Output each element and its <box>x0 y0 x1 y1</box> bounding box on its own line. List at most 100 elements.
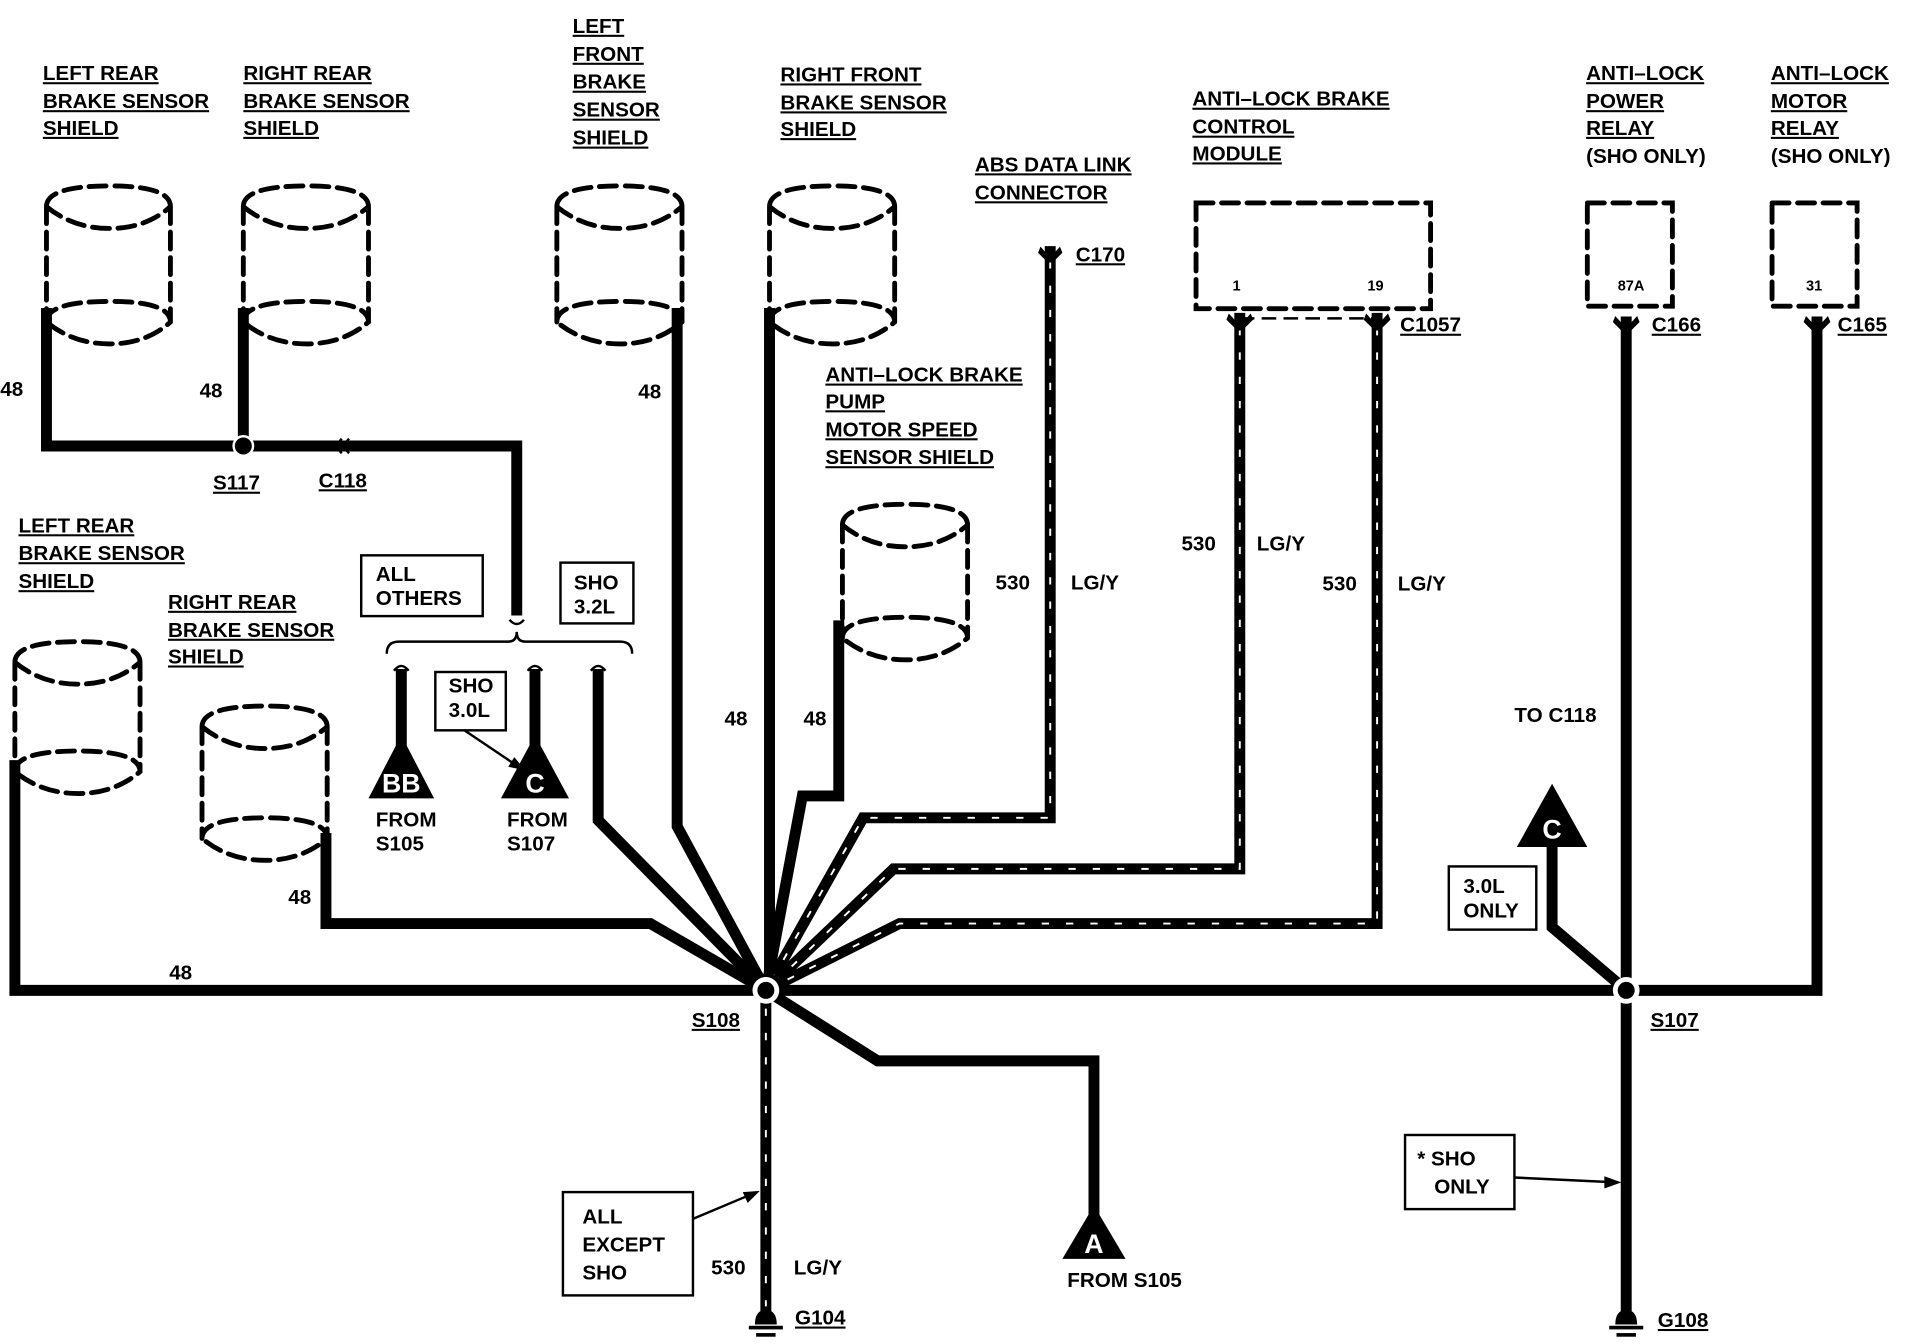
option-bracket <box>385 631 634 654</box>
connector-c165-label: C165 <box>1838 314 1887 337</box>
splice-s117-label: S117 <box>213 472 260 495</box>
svg-text:CONNECTOR: CONNECTOR <box>975 181 1108 204</box>
svg-text:SHIELD: SHIELD <box>780 118 856 141</box>
offpage-c-left-icon: C <box>500 735 569 799</box>
note-sho-only: * SHO ONLY <box>1417 1147 1490 1198</box>
svg-text:3.0L: 3.0L <box>449 699 490 722</box>
label-right-front: RIGHT FRONT BRAKE SENSOR SHIELD <box>780 63 946 141</box>
svg-text:530: 530 <box>1181 532 1215 555</box>
svg-text:SHO: SHO <box>449 675 494 698</box>
label-left-front: LEFT FRONT BRAKE SENSOR SHIELD <box>573 15 660 150</box>
svg-text:(SHO ONLY): (SHO ONLY) <box>1586 145 1706 168</box>
power-relay-box <box>1584 200 1675 309</box>
offpage-c-left-letter: C <box>525 768 544 798</box>
ground-g104-icon <box>748 1309 783 1337</box>
note-30l-only-box <box>1447 865 1538 931</box>
svg-text:MODULE: MODULE <box>1192 142 1281 165</box>
wires-circuit-530 <box>758 246 1383 1318</box>
note-sho30: SHO 3.0L <box>449 675 494 722</box>
svg-text:RIGHT REAR: RIGHT REAR <box>243 62 372 85</box>
connector-c1057-label: C1057 <box>1400 314 1461 337</box>
svg-text:SENSOR SHIELD: SENSOR SHIELD <box>825 446 994 469</box>
svg-text:48: 48 <box>288 886 311 909</box>
svg-text:48: 48 <box>804 707 827 730</box>
shield-left-rear-bottom <box>12 639 143 796</box>
offpage-bb-letter: BB <box>382 768 421 798</box>
svg-text:ANTI–LOCK: ANTI–LOCK <box>1586 62 1704 85</box>
offpage-a-icon: A <box>1062 1205 1126 1259</box>
svg-text:ALL: ALL <box>376 563 416 586</box>
svg-text:ANTI–LOCK: ANTI–LOCK <box>1771 62 1889 85</box>
svg-text:3.2L: 3.2L <box>574 596 615 619</box>
note-sho30-box <box>434 670 508 732</box>
svg-text:530: 530 <box>711 1257 745 1280</box>
splice-s108-label: S108 <box>692 1009 740 1032</box>
svg-text:MOTOR: MOTOR <box>1771 90 1848 113</box>
connector-terminals <box>1038 246 1831 333</box>
svg-text:ABS DATA LINK: ABS DATA LINK <box>975 153 1132 176</box>
offpage-c-left-text: FROM S107 <box>507 808 568 855</box>
c118-connector-icon <box>336 437 350 455</box>
note-30l-only: 3.0L ONLY <box>1463 875 1519 922</box>
svg-text:SHO: SHO <box>582 1262 627 1285</box>
note-all-except-sho-box <box>561 1190 695 1297</box>
ground-g108-icon <box>1609 1309 1644 1337</box>
svg-text:LEFT REAR: LEFT REAR <box>43 62 159 85</box>
svg-text:48: 48 <box>725 707 748 730</box>
note-to-c118: TO C118 <box>1514 704 1596 727</box>
svg-text:SHIELD: SHIELD <box>43 117 119 140</box>
label-pump-motor: ANTI–LOCK BRAKE PUMP MOTOR SPEED SENSOR … <box>825 364 1022 470</box>
svg-text:S105: S105 <box>376 833 424 856</box>
label-power-relay: ANTI–LOCK POWER RELAY (SHO ONLY) 87A <box>1586 62 1706 294</box>
svg-text:RELAY: RELAY <box>1771 117 1839 140</box>
svg-text:1: 1 <box>1232 278 1240 294</box>
wires-circuit-48 <box>9 308 1823 1318</box>
label-abs-data-link: ABS DATA LINK CONNECTOR <box>975 153 1132 204</box>
svg-text:(SHO ONLY): (SHO ONLY) <box>1771 145 1891 168</box>
shield-right-front <box>767 183 898 347</box>
svg-text:LG/Y: LG/Y <box>794 1257 842 1280</box>
note-all-except-sho: ALL EXCEPT SHO <box>582 1206 665 1285</box>
label-left-rear-top: LEFT REAR BRAKE SENSOR SHIELD <box>43 62 209 140</box>
svg-text:3.0L: 3.0L <box>1463 875 1504 898</box>
arrowhead-icon <box>1604 1176 1622 1189</box>
svg-text:LG/Y: LG/Y <box>1398 573 1446 596</box>
svg-text:FRONT: FRONT <box>573 43 644 66</box>
shield-right-rear-bottom <box>199 703 330 863</box>
ground-g108-label: G108 <box>1658 1309 1708 1332</box>
label-right-rear-bottom: RIGHT REAR BRAKE SENSOR SHIELD <box>168 591 334 669</box>
splice-s107-label: S107 <box>1651 1009 1699 1032</box>
svg-text:BRAKE: BRAKE <box>573 71 646 94</box>
label-motor-relay: ANTI–LOCK MOTOR RELAY (SHO ONLY) 31 <box>1771 62 1891 294</box>
svg-text:BRAKE SENSOR: BRAKE SENSOR <box>168 619 334 642</box>
offpage-bb-icon: BB <box>368 735 435 799</box>
svg-text:OTHERS: OTHERS <box>376 587 462 610</box>
motor-relay-box <box>1769 200 1860 309</box>
svg-text:RELAY: RELAY <box>1586 117 1654 140</box>
svg-text:SHIELD: SHIELD <box>168 645 244 668</box>
svg-text:SENSOR: SENSOR <box>573 99 660 122</box>
svg-text:19: 19 <box>1367 278 1383 294</box>
note-sho30-arrow <box>463 729 518 767</box>
svg-text:ANTI–LOCK BRAKE: ANTI–LOCK BRAKE <box>1192 88 1389 111</box>
svg-text:SHO: SHO <box>574 571 619 594</box>
offpage-c-right-letter: C <box>1542 814 1561 844</box>
svg-text:48: 48 <box>169 961 192 984</box>
note-all-others-box <box>359 554 484 618</box>
svg-text:LEFT REAR: LEFT REAR <box>19 514 135 537</box>
svg-text:SHIELD: SHIELD <box>19 570 95 593</box>
svg-text:LG/Y: LG/Y <box>1257 532 1305 555</box>
abs-module-box <box>1193 200 1434 312</box>
svg-text:530: 530 <box>996 571 1030 594</box>
note-all-others: ALL OTHERS <box>376 563 462 610</box>
svg-text:87A: 87A <box>1618 278 1645 294</box>
s108-splice-dot <box>757 981 775 999</box>
shield-left-rear-top <box>44 183 173 347</box>
svg-text:POWER: POWER <box>1586 90 1664 113</box>
shield-left-front <box>554 183 685 347</box>
svg-text:FROM: FROM <box>376 808 437 831</box>
note-all-except-sho-arrow <box>692 1192 755 1220</box>
svg-text:ALL: ALL <box>582 1206 622 1229</box>
svg-text:BRAKE SENSOR: BRAKE SENSOR <box>780 91 946 114</box>
